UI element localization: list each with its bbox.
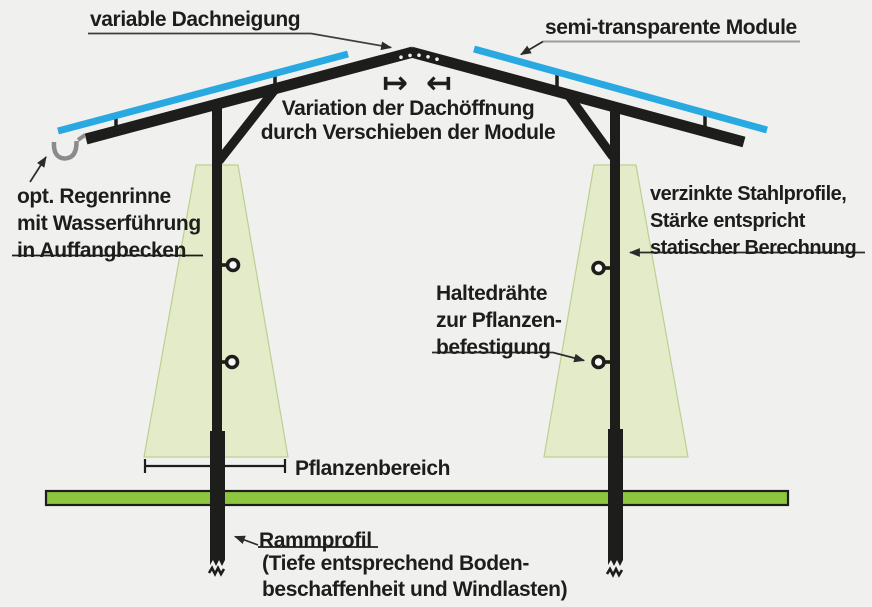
right-knee-brace: [562, 89, 617, 160]
leader-roof-pitch: [88, 32, 393, 51]
label-wires-line2: zur Pflanzen-: [436, 309, 562, 332]
left-roof-beam: [84, 46, 415, 145]
label-wires-line3: befestigung: [436, 336, 551, 359]
right-module-panel: [473, 45, 768, 134]
label-steel-line1: verzinkte Stahlprofile,: [650, 183, 847, 205]
left-wire-hook-bottom: [220, 354, 240, 370]
label-gutter-line3: in Auffangbecken: [17, 239, 187, 262]
left-module-panel: [57, 50, 349, 135]
label-gutter-line1: opt. Regenrinne: [17, 185, 171, 208]
slide-right-icon: ↦: [382, 65, 408, 101]
leader-wires-arrow: [432, 351, 586, 363]
label-roof-pitch: variable Dachneigung: [90, 8, 301, 31]
leader-modules-arrow: [520, 40, 544, 56]
label-ram-note-line1: (Tiefe entsprechend Boden-: [262, 552, 529, 575]
label-modules: semi-transparente Module: [545, 16, 797, 39]
label-gutter: opt. Regenrinne mit Wasserführung in Auf…: [17, 183, 201, 264]
left-knee-brace: [215, 84, 281, 164]
leader-gutter-arrow: [29, 156, 47, 183]
label-steel-line2: Stärke entspricht: [650, 210, 805, 232]
left-wire-hook-top: [220, 257, 241, 273]
slide-left-icon: ↤: [426, 65, 452, 101]
ridge-bolt-dots: [399, 53, 439, 61]
label-roof-opening-line2: durch Verschieben der Module: [260, 121, 556, 144]
module-slide-arrows: ↦ ↤: [382, 66, 452, 100]
right-wire-hook-bottom: [591, 354, 612, 370]
label-roof-opening: Variation der Dachöffnung durch Verschie…: [238, 97, 578, 145]
right-roof-beam: [409, 46, 746, 148]
label-ram-note-line2: beschaffenheit und Windlasten): [262, 578, 568, 601]
label-ram-note: (Tiefe entsprechend Boden- beschaffenhei…: [262, 551, 568, 603]
leader-ram-arrow: [233, 535, 259, 546]
right-ram-profile: [605, 429, 624, 578]
label-plant-area: Pflanzenbereich: [295, 457, 451, 480]
label-steel: verzinkte Stahlprofile, Stärke entsprich…: [650, 181, 857, 262]
label-wires-line1: Haltedrähte: [436, 282, 548, 305]
plant-area-dimension: [143, 459, 287, 473]
label-steel-line3: statischer Berechnung: [650, 237, 857, 259]
label-roof-opening-line1: Variation der Dachöffnung: [281, 97, 535, 120]
ground-bar: [44, 489, 790, 507]
label-gutter-line2: mit Wasserführung: [17, 212, 201, 235]
right-wire-hook-top: [591, 260, 612, 276]
rain-gutter: [51, 133, 87, 161]
left-ram-profile: [207, 431, 226, 577]
label-ram-title: Rammprofil: [259, 529, 372, 552]
label-wires: Haltedrähte zur Pflanzen- befestigung: [436, 280, 562, 361]
